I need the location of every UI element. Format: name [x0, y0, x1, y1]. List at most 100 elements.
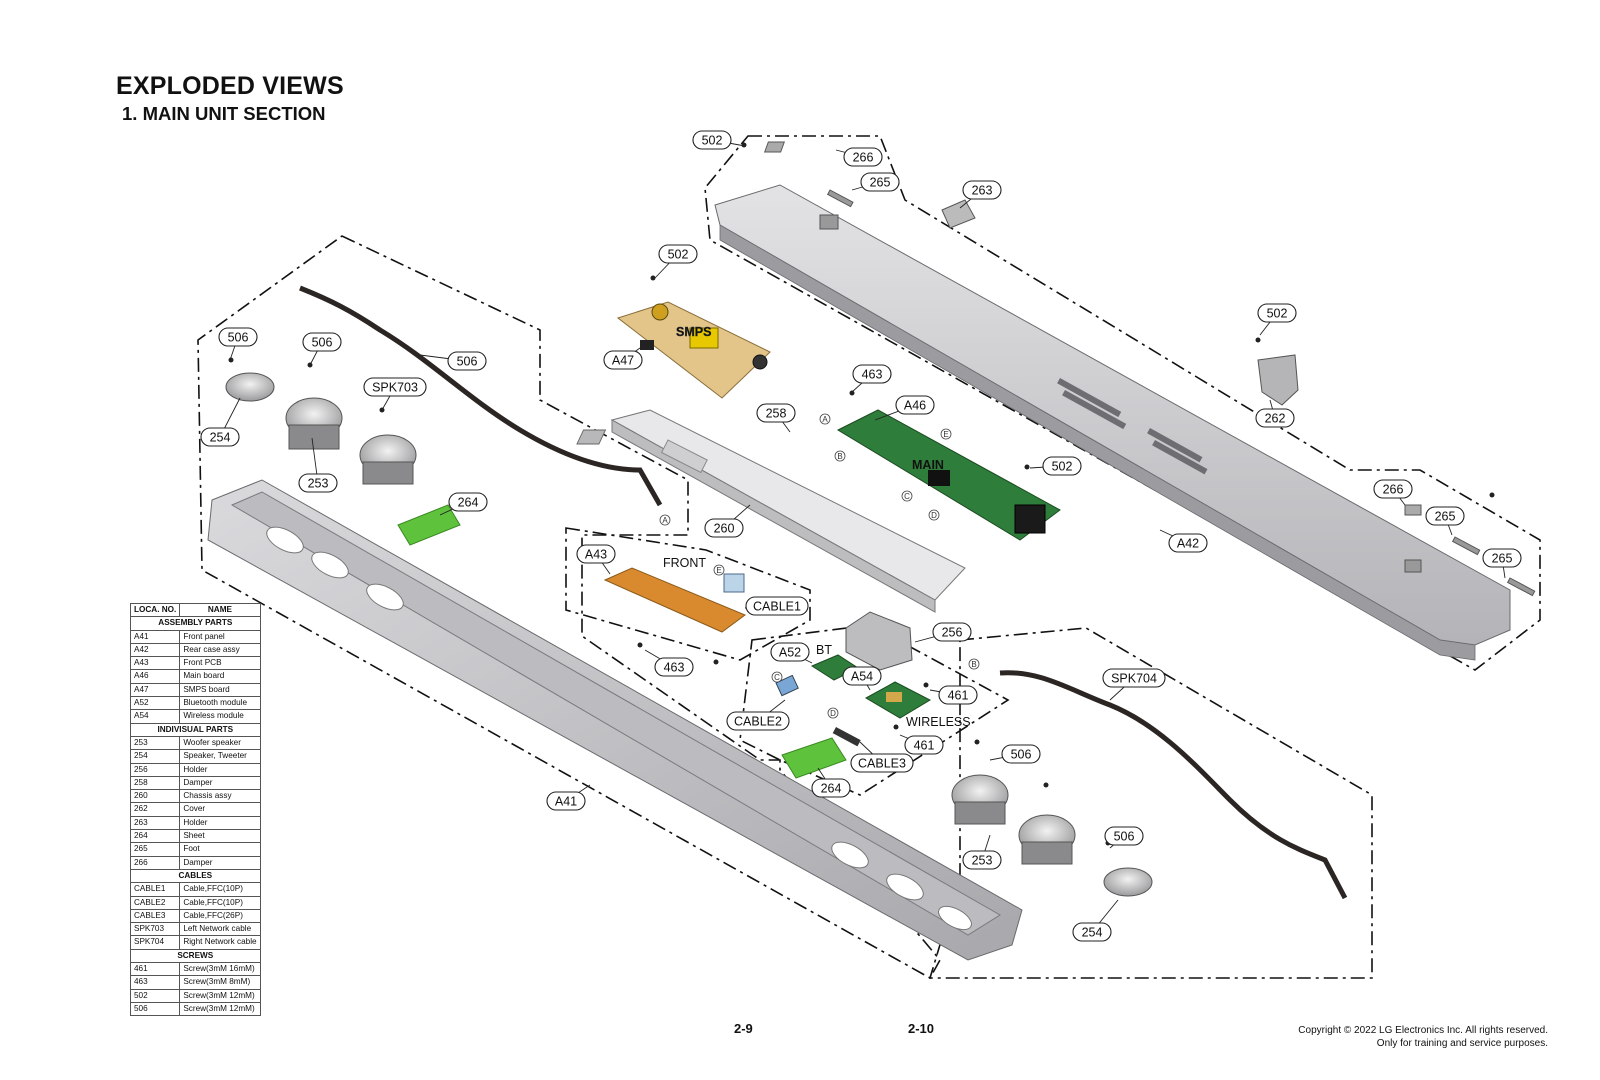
left-group-outline — [197, 235, 941, 980]
callout-bubble — [938, 685, 978, 705]
legend-loca-no: A54 — [129, 709, 181, 724]
connector-letter-a: A — [819, 413, 831, 425]
callout-text: 263 — [972, 184, 993, 198]
connector-letter-b: B — [968, 658, 980, 670]
legend-section-row: SCREWS — [130, 948, 261, 964]
callout-bubble — [546, 791, 586, 811]
legend-header-code: LOCA. NO. — [129, 602, 181, 618]
callout-506: 506 — [447, 351, 487, 371]
callout-bubble — [447, 351, 487, 371]
spk703-cable — [299, 285, 663, 507]
legend-part-name: Screw(3mM 12mM) — [179, 1001, 261, 1017]
legend-section-title: ASSEMBLY PARTS — [130, 616, 261, 631]
callout-text: A41 — [555, 795, 577, 809]
callout-bubble — [850, 753, 914, 773]
connector-letter-a: A — [659, 514, 671, 526]
connector-letter-d: D — [928, 509, 940, 521]
legend-part-name: Left Network cable — [179, 922, 261, 937]
callout-bubble — [1104, 826, 1144, 846]
right-group-outline — [928, 627, 1373, 979]
legend-part-name: Holder — [179, 762, 261, 777]
callout-text: A43 — [585, 548, 607, 562]
callout-bubble — [932, 622, 972, 642]
legend-loca-no: CABLE1 — [129, 882, 181, 897]
screws — [228, 142, 1495, 846]
connector-letter-e: E — [713, 564, 725, 576]
connector-letter-text: D — [931, 511, 937, 520]
legend-part-name: Cable,FFC(26P) — [179, 908, 261, 924]
connector-letter-circle — [659, 514, 671, 526]
callout-254: 254 — [1072, 922, 1112, 942]
front-panel — [207, 479, 1023, 961]
callout-264: 264 — [811, 778, 851, 798]
copyright-line-1: Copyright © 2022 LG Electronics Inc. All… — [1298, 1025, 1548, 1036]
legend-loca-no: 265 — [129, 842, 181, 857]
connector-letter-text: C — [904, 492, 910, 501]
legend-part-name: Screw(3mM 12mM) — [179, 988, 261, 1003]
connector-letter-text: A — [822, 415, 828, 424]
connector-letter-circle — [940, 428, 952, 440]
legend-loca-no: 254 — [129, 749, 181, 764]
wireless-label: WIRELESS — [906, 715, 971, 729]
legend-loca-no: 502 — [129, 988, 181, 1003]
legend-loca-no: 263 — [129, 815, 181, 831]
callout-bubble — [1425, 506, 1465, 526]
callout-text: 502 — [668, 248, 689, 262]
callout-254: 254 — [200, 427, 240, 447]
copyright-line-2: Only for training and service purposes. — [1376, 1038, 1548, 1049]
main-board: MAIN — [836, 409, 1061, 541]
callout-a42: A42 — [1168, 533, 1208, 553]
connector-letter-circle — [834, 450, 846, 462]
callout-text: 253 — [308, 477, 329, 491]
callout-text: CABLE2 — [734, 715, 782, 729]
front-pcb-group-outline — [565, 527, 811, 661]
callout-bubble — [904, 735, 944, 755]
legend-section-title: SCREWS — [130, 948, 261, 964]
callout-506: 506 — [1104, 826, 1144, 846]
connector-letter-circle — [819, 413, 831, 425]
callout-506: 506 — [218, 327, 258, 347]
callout-text: 506 — [457, 355, 478, 369]
callout-text: 506 — [312, 336, 333, 350]
callout-a41: A41 — [546, 791, 586, 811]
sheet-264-bottom — [781, 737, 847, 779]
callout-text: 266 — [853, 151, 874, 165]
callout-text: 463 — [664, 661, 685, 675]
legend-loca-no: A47 — [129, 682, 181, 698]
callout-bubble — [218, 327, 258, 347]
smps-label: SMPS — [676, 325, 711, 339]
callout-bubble — [654, 657, 694, 677]
callout-bubble — [302, 332, 342, 352]
callout-bubble — [658, 244, 698, 264]
callout-text: 506 — [1114, 830, 1135, 844]
legend-part-name: Main board — [179, 669, 261, 684]
callout-bubble — [1257, 303, 1297, 323]
callout-265: 265 — [1482, 548, 1522, 568]
damper-258 — [576, 429, 607, 445]
connector-letter-d: D — [827, 707, 839, 719]
callout-502: 502 — [692, 130, 732, 150]
callout-cable1: CABLE1 — [745, 596, 809, 616]
callout-bubble — [298, 473, 338, 493]
connector-letter-text: B — [971, 660, 976, 669]
callout-461: 461 — [938, 685, 978, 705]
legend-loca-no: SPK704 — [129, 935, 181, 950]
callout-265: 265 — [1425, 506, 1465, 526]
legend-section-row: INDIVISUAL PARTS — [130, 722, 261, 737]
callout-text: 502 — [1052, 460, 1073, 474]
legend-loca-no: A43 — [129, 656, 181, 671]
callout-258: 258 — [756, 403, 796, 423]
legend-part-name: Sheet — [179, 829, 261, 844]
legend-part-name: Speaker, Tweeter — [179, 749, 261, 764]
callout-text: A47 — [612, 354, 634, 368]
